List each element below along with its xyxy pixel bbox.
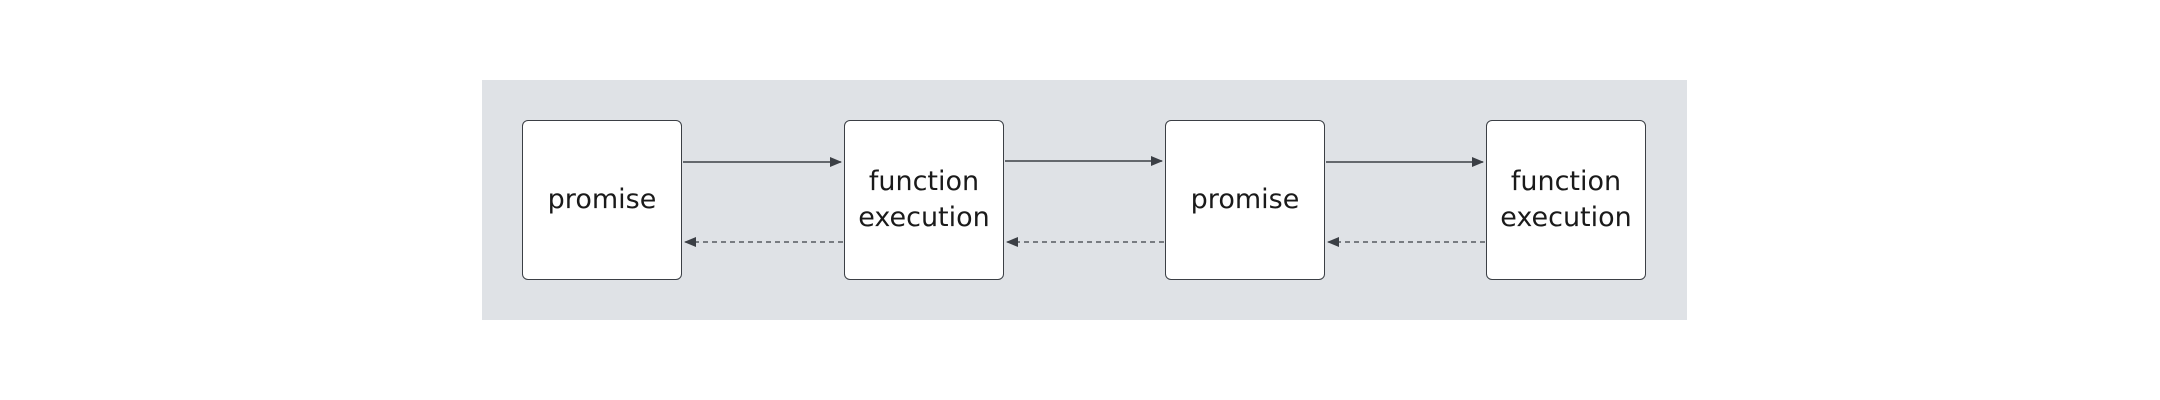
node-label: promise	[547, 184, 657, 215]
node-promise-1: promise	[522, 120, 682, 280]
node-label: function execution	[858, 166, 990, 233]
diagram-panel: promise function execution promise funct…	[482, 80, 1687, 320]
node-label: promise	[1190, 184, 1300, 215]
node-function-execution-2: function execution	[1486, 120, 1646, 280]
edges-layer	[683, 156, 1485, 247]
node-promise-2: promise	[1165, 120, 1325, 280]
node-function-execution-1: function execution	[844, 120, 1004, 280]
node-label: function execution	[1500, 166, 1632, 233]
